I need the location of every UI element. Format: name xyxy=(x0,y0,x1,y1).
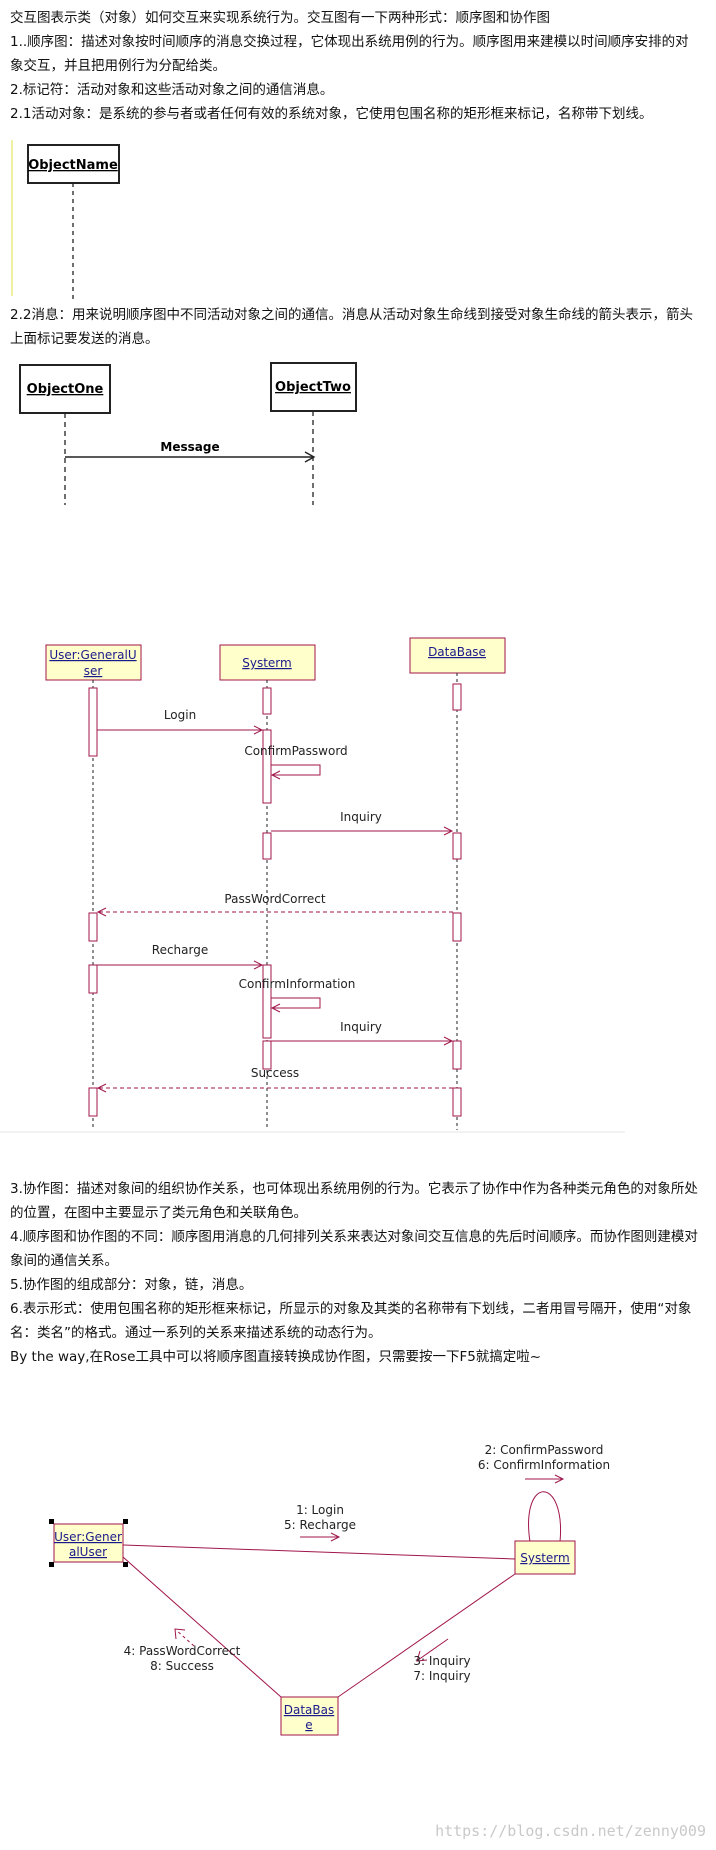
msg-arrow-self-head xyxy=(554,1474,565,1484)
intro-line-3: 2.1活动对象：是系统的参与者或者任何有效的系统对象，它使用包围名称的矩形框来标… xyxy=(10,106,653,122)
collab-msg-self-2: 6: ConfirmInformation xyxy=(478,1458,610,1472)
collab-user-box xyxy=(53,1523,124,1563)
object-name-box xyxy=(27,144,120,184)
activation-bar xyxy=(262,729,272,804)
seq-msg-password-correct-label: PassWordCorrect xyxy=(224,892,325,906)
seq-system-box xyxy=(219,644,316,681)
seq-msg-confirm-info-label: ConfirmInformation xyxy=(239,977,356,991)
seq-msg-password-correct-head xyxy=(96,907,107,917)
seq-msg-inquiry2-label: Inquiry xyxy=(340,1020,382,1034)
msg-arrow-login-head xyxy=(330,1532,341,1542)
collab-msg-du-1: 4: PassWordCorrect xyxy=(124,1644,241,1658)
activation-bar xyxy=(88,687,98,757)
link-user-database xyxy=(122,1556,282,1698)
selection-handle xyxy=(49,1562,54,1567)
seq-msg-inquiry1-head xyxy=(443,826,454,836)
activation-bar xyxy=(452,1087,462,1117)
seq-msg-success-label: Success xyxy=(251,1066,299,1080)
collab-msg-du-2: 8: Success xyxy=(150,1659,214,1673)
object-two-label: ObjectTwo xyxy=(275,380,351,395)
seq-user-label-1: User:GeneralU xyxy=(49,648,136,662)
seq-msg-confirm-password-head xyxy=(270,770,281,780)
body-section: 3.协作图：描述对象间的组织协作关系，也可体现出系统用例的行为。它表示了协作中作… xyxy=(10,1177,700,1369)
activation-bar xyxy=(262,964,272,1039)
message-paragraph: 2.2消息：用来说明顺序图中不同活动对象之间的通信。消息从活动对象生命线到接受对… xyxy=(10,307,693,347)
activation-bar xyxy=(262,832,272,860)
collab-msg-us-2: 5: Recharge xyxy=(284,1518,356,1532)
selection-handle xyxy=(49,1519,54,1524)
seq-msg-recharge-head xyxy=(253,960,264,970)
message-arrowhead xyxy=(304,451,316,463)
paragraph-7: By the way,在Rose工具中可以将顺序图直接转换成协作图，只需要按一下… xyxy=(10,1349,542,1365)
activation-bar xyxy=(88,1087,98,1117)
seq-database-label: DataBase xyxy=(428,645,486,659)
activation-bar xyxy=(262,687,272,715)
seq-msg-login-head xyxy=(253,725,264,735)
seq-msg-confirm-info-head xyxy=(270,1003,281,1013)
seq-msg-confirm-password-line xyxy=(271,764,321,776)
collab-msg-sd-1: 3: Inquiry xyxy=(413,1654,470,1668)
paragraph-4: 4.顺序图和协作图的不同：顺序图用消息的几何排列关系来表达对象间交互信息的先后时… xyxy=(10,1229,698,1269)
intro-line-2: 2.标记符：活动对象和这些活动对象之间的通信消息。 xyxy=(10,82,334,98)
seq-msg-confirm-password-label: ConfirmPassword xyxy=(244,744,347,758)
collab-database-box xyxy=(280,1696,339,1736)
paragraph-3: 3.协作图：描述对象间的组织协作关系，也可体现出系统用例的行为。它表示了协作中作… xyxy=(10,1181,698,1221)
seq-user-box xyxy=(45,644,142,681)
object-one-box xyxy=(19,364,111,414)
seq-system-label: Systerm xyxy=(242,656,291,670)
seq-database-box xyxy=(409,637,506,674)
activation-bar xyxy=(262,1040,272,1070)
activation-bar xyxy=(88,964,98,994)
message-label: Message xyxy=(160,440,219,454)
msg-arrow-password-correct xyxy=(175,1629,195,1647)
seq-msg-inquiry2-head xyxy=(443,1036,454,1046)
paragraph-6: 6.表示形式：使用包围名称的矩形框来标记，所显示的对象及其类的名称带有下划线，二… xyxy=(10,1301,692,1341)
msg-arrow-password-correct-head xyxy=(174,1628,186,1640)
activation-bar xyxy=(88,912,98,942)
collab-system-label: Systerm xyxy=(520,1551,569,1565)
collab-database-label-2: e xyxy=(305,1718,312,1732)
seq-msg-success-head xyxy=(96,1083,107,1093)
collab-database-label-1: DataBas xyxy=(284,1703,335,1717)
seq-msg-login-label: Login xyxy=(164,708,196,722)
activation-bar xyxy=(452,832,462,860)
msg-arrow-inquiry-head xyxy=(416,1650,428,1662)
seq-msg-recharge-label: Recharge xyxy=(152,943,208,957)
collab-user-label-1: User:Gener xyxy=(54,1530,122,1544)
activation-bar xyxy=(452,912,462,942)
activation-bar xyxy=(452,683,462,711)
intro-line-0: 交互图表示类（对象）如何交互来实现系统行为。交互图有一下两种形式：顺序图和协作图 xyxy=(10,10,550,26)
object-name-label: ObjectName xyxy=(28,158,118,173)
collab-system-box xyxy=(514,1540,576,1575)
seq-user-label-2: ser xyxy=(84,664,103,678)
collab-msg-sd-2: 7: Inquiry xyxy=(413,1669,470,1683)
collab-msg-us-1: 1: Login xyxy=(296,1503,344,1517)
link-system-database xyxy=(337,1573,516,1698)
paragraph-5: 5.协作图的组成部分：对象，链，消息。 xyxy=(10,1277,253,1293)
seq-msg-inquiry1-label: Inquiry xyxy=(340,810,382,824)
self-link-loop xyxy=(528,1491,562,1543)
watermark: https://blog.csdn.net/zenny009 xyxy=(435,1822,706,1840)
collab-msg-self-1: 2: ConfirmPassword xyxy=(485,1443,604,1457)
msg-arrow-inquiry xyxy=(417,1638,449,1661)
intro-line-1: 1..顺序图：描述对象按时间顺序的消息交换过程，它体现出系统用例的行为。顺序图用… xyxy=(10,34,689,74)
seq-msg-confirm-info-line xyxy=(271,997,321,1009)
object-one-label: ObjectOne xyxy=(27,382,104,397)
object-two-box xyxy=(270,362,357,412)
selection-handle xyxy=(123,1519,128,1524)
selection-handle xyxy=(123,1562,128,1567)
collab-user-label-2: alUser xyxy=(69,1545,107,1559)
intro-section: 交互图表示类（对象）如何交互来实现系统行为。交互图有一下两种形式：顺序图和协作图… xyxy=(10,6,700,126)
link-user-system xyxy=(122,1544,516,1560)
activation-bar xyxy=(452,1040,462,1070)
